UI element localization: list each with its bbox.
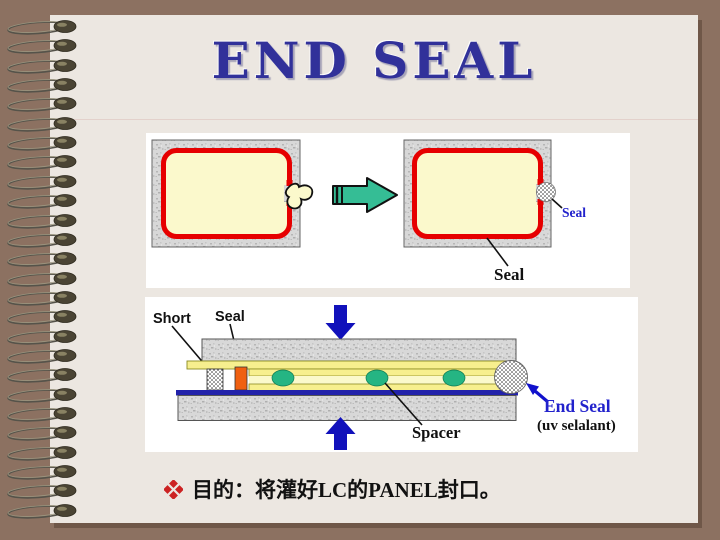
spacer-ball bbox=[442, 369, 466, 387]
page-title: END SEAL bbox=[211, 31, 537, 90]
bottom-glass bbox=[177, 395, 517, 421]
seal-callout-line-blue bbox=[551, 198, 563, 209]
seal-label: Seal bbox=[215, 309, 245, 325]
title-divider bbox=[58, 119, 698, 120]
diagram-cross-section: Short Seal Spacer bbox=[145, 297, 638, 452]
end-seal-label: End Seal bbox=[544, 396, 611, 416]
blue-end-seal-pointer-arrow-icon bbox=[526, 383, 550, 404]
diagram-seal-before-after: Seal Seal bbox=[146, 133, 630, 288]
spacer-callout-line bbox=[384, 382, 423, 426]
seal-callout-black-label: Seal bbox=[494, 265, 525, 284]
green-right-arrow-icon bbox=[332, 177, 398, 213]
purpose-bullet-line: 目的：将灌好LC的PANEL封口。 bbox=[164, 476, 501, 502]
short-column bbox=[206, 368, 224, 391]
top-glass bbox=[201, 338, 517, 362]
end-seal-note-label: (uv selalant) bbox=[537, 418, 616, 434]
blue-press-down-arrow-icon bbox=[325, 305, 356, 340]
seal-callout-blue-label: Seal bbox=[562, 205, 586, 220]
seal-bar bbox=[234, 366, 248, 391]
spacer-ball bbox=[365, 369, 389, 387]
end-seal-blob bbox=[494, 360, 528, 394]
purpose-text: 目的：将灌好LC的PANEL封口。 bbox=[192, 478, 501, 502]
bottom-electrode-bar bbox=[176, 390, 518, 396]
spacer-ball bbox=[271, 369, 295, 387]
panel-after bbox=[403, 139, 556, 248]
short-label: Short bbox=[153, 311, 191, 327]
panel-before bbox=[151, 139, 314, 248]
seal-callout-line-black bbox=[486, 237, 509, 267]
red-diamond-bullet-icon bbox=[164, 479, 183, 499]
end-seal-plug-icon bbox=[536, 182, 556, 202]
slide-canvas: END SEAL bbox=[50, 15, 698, 523]
blue-press-up-arrow-icon bbox=[325, 417, 356, 450]
spacer-label: Spacer bbox=[412, 423, 461, 442]
open-port-blob-icon bbox=[284, 182, 314, 210]
